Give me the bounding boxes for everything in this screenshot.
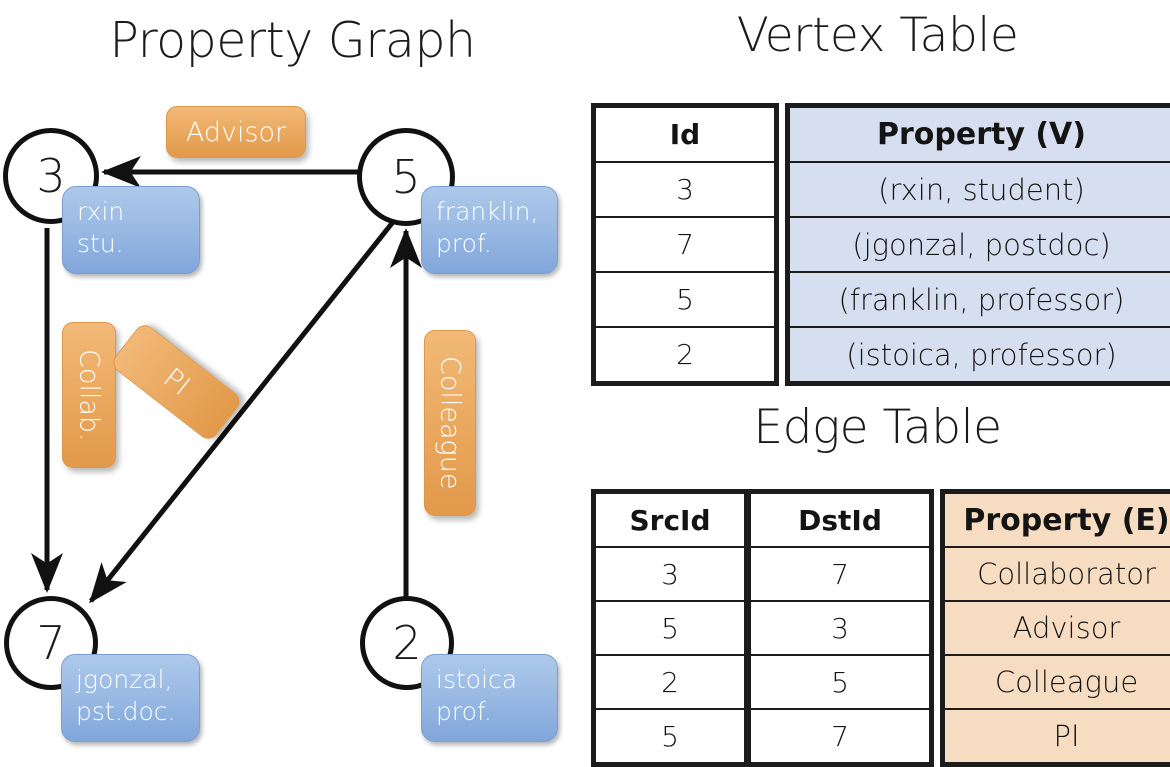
- table-row[interactable]: 3: [594, 161, 776, 218]
- page-title-property-graph: Property Graph: [109, 12, 476, 69]
- table-row[interactable]: 3: [594, 546, 746, 602]
- vertex-property-box-2-line2: prof.: [436, 697, 492, 726]
- edge-label-advisor-text: Advisor: [185, 116, 287, 148]
- table-row[interactable]: 5: [594, 271, 776, 328]
- table-row[interactable]: 7: [594, 216, 776, 273]
- edge-label-pi-text: PI: [157, 362, 196, 402]
- table-row[interactable]: Colleague: [943, 654, 1170, 710]
- table-row[interactable]: (rxin, student): [788, 161, 1170, 218]
- table-row[interactable]: (istoica, professor): [788, 326, 1170, 383]
- edge-table-cell-dstid: 3: [749, 600, 931, 656]
- vertex-property-box-2[interactable]: istoica prof.: [421, 654, 558, 742]
- graph-node-3-label: 3: [36, 149, 66, 203]
- vertex-table-header-id: Id: [594, 106, 776, 163]
- edge-table-cell-property: Advisor: [943, 600, 1170, 656]
- vertex-property-box-5-line2: prof.: [436, 229, 492, 258]
- edge-table-cell-property: PI: [943, 708, 1170, 764]
- table-row[interactable]: 2: [594, 654, 746, 710]
- vertex-property-box-2-line1: istoica: [436, 665, 518, 694]
- vertex-property-box-3[interactable]: rxin stu.: [62, 186, 200, 274]
- table-row[interactable]: 3: [749, 600, 931, 656]
- table-row[interactable]: Advisor: [943, 600, 1170, 656]
- table-row[interactable]: (franklin, professor): [788, 271, 1170, 328]
- table-header-row: DstId: [749, 492, 931, 548]
- edge-label-advisor[interactable]: Advisor: [166, 106, 306, 158]
- vertex-property-box-3-line1: rxin: [77, 197, 125, 226]
- table-row[interactable]: Collaborator: [943, 546, 1170, 602]
- edge-table: SrcId 3 5 2 5 DstId 7 3: [591, 489, 1170, 767]
- graph-edges-svg: [31, 156, 422, 604]
- vertex-table-cell-id: 3: [594, 161, 776, 218]
- edge-table-cell-dstid: 5: [749, 654, 931, 710]
- page-title-vertex-table: Vertex Table: [736, 8, 1019, 63]
- edge-table-srcid-column: SrcId 3 5 2 5: [591, 489, 749, 767]
- edge-table-header-srcid: SrcId: [594, 492, 746, 548]
- edge-table-cell-dstid: 7: [749, 546, 931, 602]
- edge-table-header-dstid: DstId: [749, 492, 931, 548]
- vertex-property-box-5-line1: franklin,: [436, 197, 539, 226]
- vertex-table-property-column: Property (V) (rxin, student) (jgonzal, p…: [785, 103, 1170, 386]
- edge-table-property-column: Property (E) Collaborator Advisor Collea…: [940, 489, 1170, 767]
- edge-label-colleague-text: Colleague: [434, 356, 466, 490]
- edge-table-cell-srcid: 3: [594, 546, 746, 602]
- edge-table-cell-srcid: 5: [594, 708, 746, 764]
- table-header-row: SrcId: [594, 492, 746, 548]
- edge-table-dstid-column: DstId 7 3 5 7: [749, 489, 934, 767]
- edge-label-colleague[interactable]: Colleague: [424, 330, 476, 516]
- vertex-table-cell-property: (franklin, professor): [788, 271, 1170, 328]
- edge-table-cell-property: Collaborator: [943, 546, 1170, 602]
- table-row[interactable]: 2: [594, 326, 776, 383]
- graph-node-5-label: 5: [391, 150, 421, 204]
- vertex-table: Id 3 7 5 2 Property (V) (rxin, student): [591, 103, 1170, 386]
- vertex-table-header-property: Property (V): [788, 106, 1170, 163]
- table-header-row: Property (V): [788, 106, 1170, 163]
- vertex-table-cell-id: 2: [594, 326, 776, 383]
- table-header-row: Id: [594, 106, 776, 163]
- edge-table-cell-srcid: 5: [594, 600, 746, 656]
- vertex-table-cell-id: 5: [594, 271, 776, 328]
- edge-label-collab[interactable]: Collab.: [62, 322, 116, 468]
- vertex-table-id-column: Id 3 7 5 2: [591, 103, 779, 386]
- table-row[interactable]: (jgonzal, postdoc): [788, 216, 1170, 273]
- edge-label-collab-text: Collab.: [73, 348, 105, 442]
- edge-5-to-7: [89, 220, 395, 604]
- page-title-edge-table: Edge Table: [753, 400, 1002, 455]
- table-row[interactable]: PI: [943, 708, 1170, 764]
- vertex-table-cell-property: (istoica, professor): [788, 326, 1170, 383]
- vertex-property-box-3-line2: stu.: [77, 229, 124, 258]
- vertex-property-box-7[interactable]: jgonzal, pst.doc.: [61, 654, 200, 742]
- graph-node-2-label: 2: [392, 616, 422, 670]
- table-header-row: Property (E): [943, 492, 1170, 548]
- edge-table-header-property: Property (E): [943, 492, 1170, 548]
- vertex-property-box-7-line2: pst.doc.: [76, 697, 176, 726]
- table-row[interactable]: 7: [749, 708, 931, 764]
- vertex-property-box-5[interactable]: franklin, prof.: [421, 186, 558, 274]
- property-graph-panel: 3 5 7 2 rxin stu. franklin, prof. jgonza…: [0, 0, 585, 760]
- graph-node-7-label: 7: [36, 616, 66, 670]
- edge-table-cell-property: Colleague: [943, 654, 1170, 710]
- table-row[interactable]: 7: [749, 546, 931, 602]
- vertex-table-cell-id: 7: [594, 216, 776, 273]
- edge-table-cell-dstid: 7: [749, 708, 931, 764]
- table-row[interactable]: 5: [749, 654, 931, 710]
- graph-node-5[interactable]: 5: [357, 128, 455, 226]
- edge-table-cell-srcid: 2: [594, 654, 746, 710]
- table-row[interactable]: 5: [594, 600, 746, 656]
- table-row[interactable]: 5: [594, 708, 746, 764]
- vertex-table-cell-property: (jgonzal, postdoc): [788, 216, 1170, 273]
- graph-node-2[interactable]: 2: [360, 596, 454, 690]
- vertex-property-box-7-line1: jgonzal,: [76, 665, 173, 694]
- vertex-table-cell-property: (rxin, student): [788, 161, 1170, 218]
